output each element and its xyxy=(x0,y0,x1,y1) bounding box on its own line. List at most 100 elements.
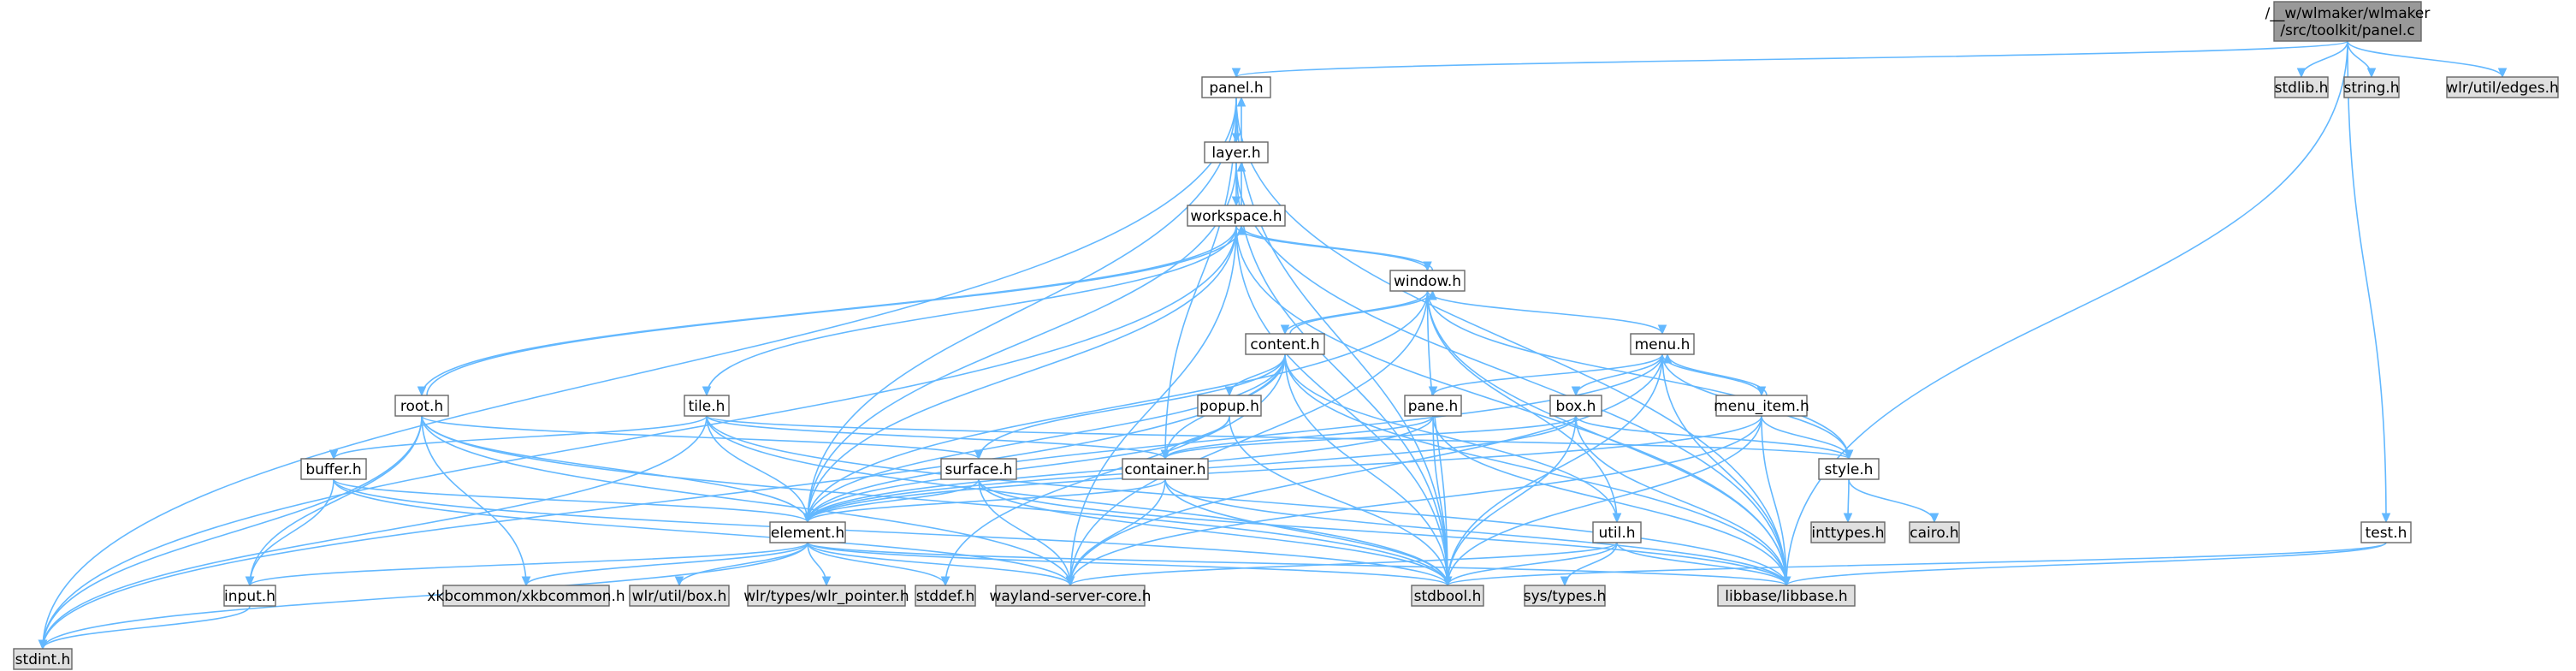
edge-style_h-to-cairo_h xyxy=(1848,478,1935,523)
edge-content_h-to-libbase_h xyxy=(1284,353,1787,586)
node-style-h[interactable]: style.h xyxy=(1818,458,1880,480)
node-string-h: string.h xyxy=(2343,76,2400,98)
edge-window_h-to-workspace_h xyxy=(1241,225,1434,271)
edge-panel_c-to-libbase_h xyxy=(1785,40,2348,586)
edge-workspace_h-to-libbase_h xyxy=(1235,225,1787,586)
edge-tile_h-to-stdint_h xyxy=(42,415,708,650)
node-popup-h[interactable]: popup.h xyxy=(1197,395,1262,417)
edge-element_h-to-stdint_h xyxy=(42,542,808,650)
edge-arrowhead-window_h-to-content_h xyxy=(1280,324,1290,336)
edge-tile_h-to-stdbool_h xyxy=(706,415,1448,586)
edge-menu_h-to-pane_h xyxy=(1432,353,1663,396)
edge-surface_h-to-element_h xyxy=(807,478,980,523)
node-content-h[interactable]: content.h xyxy=(1245,333,1325,355)
edge-tile_h-to-container_h xyxy=(706,415,1166,460)
edge-root_h-to-stdint_h xyxy=(42,415,423,650)
edge-arrowhead-panel_c-to-panel_h xyxy=(1231,68,1241,79)
edge-arrowhead-style_h-to-cairo_h xyxy=(1929,513,1939,524)
node-stddef-h: stddef.h xyxy=(915,585,976,607)
edge-util_h-to-libbase_h xyxy=(1616,542,1787,586)
edge-panel_c-to-string_h xyxy=(2347,40,2372,78)
node-menu-h[interactable]: menu.h xyxy=(1630,333,1695,355)
node-wlr-types-wlr-pointer-h: wlr/types/wlr_pointer.h xyxy=(743,585,909,607)
node-label: workspace.h xyxy=(1190,208,1282,225)
edge-window_h-to-util_h xyxy=(1426,290,1618,523)
edge-arrowhead-style_h-to-inttypes_h xyxy=(1843,513,1853,524)
node-element-h[interactable]: element.h xyxy=(769,521,846,543)
edge-layer xyxy=(38,40,2508,650)
node-box xyxy=(915,585,976,607)
node-label: element.h xyxy=(771,525,844,542)
node-label: inttypes.h xyxy=(1811,525,1884,542)
node-workspace-h[interactable]: workspace.h xyxy=(1187,205,1286,227)
edge-panel_c-to-test_h xyxy=(2347,40,2387,523)
edge-root_h-to-wayland_server_core_h xyxy=(421,415,1071,586)
edge-util_h-to-wayland_server_core_h xyxy=(1069,542,1618,586)
node-util-h[interactable]: util.h xyxy=(1592,521,1642,543)
edge-box_h-to-container_h xyxy=(1164,415,1577,460)
edge-menu_item_h-to-element_h xyxy=(807,415,1762,523)
edge-menu_item_h-to-menu_h xyxy=(1667,353,1768,396)
edge-window_h-to-wayland_server_core_h xyxy=(1069,290,1429,586)
edge-element_h-to-stddef_h xyxy=(807,542,946,586)
edge-buffer_h-to-element_h xyxy=(333,478,808,523)
edge-menu_h-to-menu_item_h xyxy=(1661,353,1762,396)
node-box xyxy=(2343,76,2400,98)
edge-arrowhead-layer_h-to-panel_h xyxy=(1236,96,1247,107)
edge-content_h-to-util_h xyxy=(1284,353,1618,523)
node-wayland-server-core-h: wayland-server-core.h xyxy=(989,585,1152,607)
node-box xyxy=(2360,521,2412,543)
edge-arrowhead-util_h-to-sys_types_h xyxy=(1560,576,1570,587)
edge-window_h-to-menu_h xyxy=(1426,290,1663,335)
node-box xyxy=(394,395,449,417)
node-layer-h[interactable]: layer.h xyxy=(1204,141,1269,163)
edge-menu_h-to-wayland_server_core_h xyxy=(1069,353,1663,586)
edge-box_h-to-stdbool_h xyxy=(1447,415,1577,586)
edge-menu_h-to-libbase_h xyxy=(1661,353,1787,586)
node-window-h[interactable]: window.h xyxy=(1389,270,1466,292)
node-label: stdint.h xyxy=(15,651,71,668)
edge-buffer_h-to-stdbool_h xyxy=(333,478,1448,586)
edge-arrowhead-element_h-to-wlr_types_wlr_pointer_h xyxy=(821,576,832,587)
edge-popup_h-to-element_h xyxy=(807,415,1230,523)
edge-box_h-to-libbase_h xyxy=(1575,415,1787,586)
node-surface-h[interactable]: surface.h xyxy=(940,458,1017,480)
node-box-h[interactable]: box.h xyxy=(1549,395,1602,417)
node-label: wlr/util/edges.h xyxy=(2446,80,2559,97)
node-label: menu_item.h xyxy=(1714,398,1809,415)
node-box xyxy=(2273,1,2422,42)
edge-menu_h-to-box_h xyxy=(1575,353,1663,396)
edge-surface_h-to-libbase_h xyxy=(978,478,1787,586)
node-box xyxy=(1389,270,1466,292)
node-test-h[interactable]: test.h xyxy=(2360,521,2412,543)
node-box xyxy=(684,395,730,417)
edge-arrowhead-panel_c-to-string_h xyxy=(2366,68,2377,79)
node-pane-h[interactable]: pane.h xyxy=(1404,395,1462,417)
node-label: wlr/util/box.h xyxy=(632,588,727,605)
node-label: stdlib.h xyxy=(2275,80,2329,97)
node-box xyxy=(1549,395,1602,417)
edge-root_h-to-input_h xyxy=(249,415,423,586)
node-root-h[interactable]: root.h xyxy=(394,395,449,417)
node-box xyxy=(1122,458,1209,480)
edge-arrowhead-panel_c-to-test_h xyxy=(2381,513,2391,524)
node-input-h[interactable]: input.h xyxy=(223,585,276,607)
node-label: layer.h xyxy=(1211,145,1260,162)
node-panel-c[interactable]: /__w/wlmaker/wlmaker/src/toolkit/panel.c xyxy=(2265,1,2431,42)
edge-layer_h-to-element_h xyxy=(807,162,1237,523)
node-box xyxy=(1592,521,1642,543)
edge-arrowhead-workspace_h-to-root_h xyxy=(417,386,427,397)
node-buffer-h[interactable]: buffer.h xyxy=(300,458,367,480)
node-menu-item-h[interactable]: menu_item.h xyxy=(1714,395,1809,417)
node-label: pane.h xyxy=(1408,398,1459,415)
node-container-h[interactable]: container.h xyxy=(1122,458,1209,480)
node-box xyxy=(1630,333,1695,355)
node-tile-h[interactable]: tile.h xyxy=(684,395,730,417)
node-label: /src/toolkit/panel.c xyxy=(2280,22,2414,39)
node-stdlib-h: stdlib.h xyxy=(2274,76,2329,98)
edge-panel_h-to-stdbool_h xyxy=(1235,97,1448,586)
node-box xyxy=(1810,521,1886,543)
node-panel-h[interactable]: panel.h xyxy=(1201,76,1271,98)
edge-arrowhead-util_h-to-wayland_server_core_h xyxy=(1065,576,1075,587)
